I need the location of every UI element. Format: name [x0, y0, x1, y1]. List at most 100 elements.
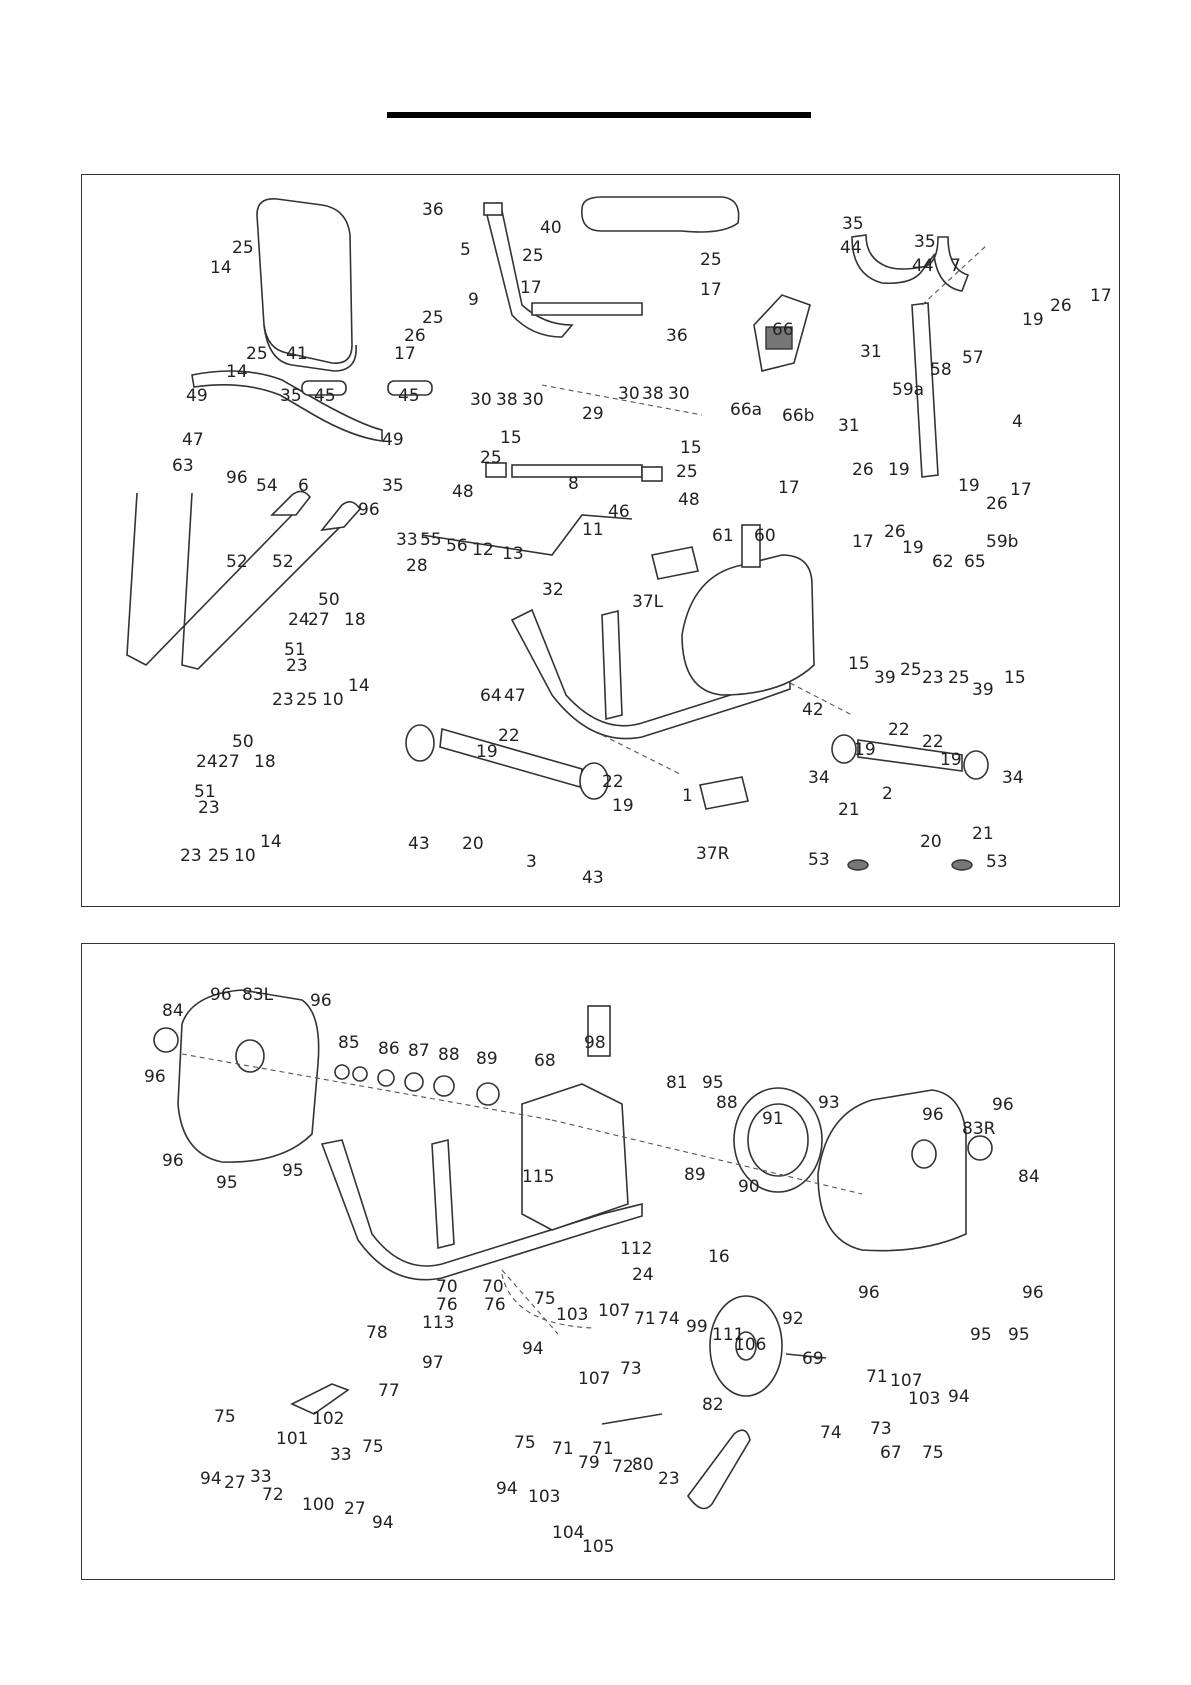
callout-27: 27 — [218, 752, 240, 772]
callout-31: 31 — [860, 342, 882, 362]
callout-70: 70 — [436, 1277, 458, 1297]
drive-main-frame — [320, 1139, 643, 1281]
callout-56: 56 — [446, 536, 468, 556]
callout-25: 25 — [900, 660, 922, 680]
callout-6: 6 — [298, 476, 309, 496]
callout-9: 9 — [468, 290, 479, 310]
callout-19: 19 — [940, 750, 962, 770]
callout-87: 87 — [408, 1041, 430, 1061]
callout-95: 95 — [216, 1173, 238, 1193]
callout-47: 47 — [182, 430, 204, 450]
seat-tube-receiver — [587, 1005, 611, 1057]
callout-75: 75 — [514, 1433, 536, 1453]
callout-26: 26 — [1050, 296, 1072, 316]
callout-24: 24 — [288, 610, 310, 630]
callout-50: 50 — [232, 732, 254, 752]
washer-85b — [352, 1066, 368, 1082]
leveler-foot-left — [847, 859, 869, 871]
callout-10: 10 — [234, 846, 256, 866]
callout-30: 30 — [470, 390, 492, 410]
callout-106: 106 — [734, 1335, 766, 1355]
callout-96: 96 — [1022, 1283, 1044, 1303]
callout-14: 14 — [226, 362, 248, 382]
drive-frame-upright — [431, 1138, 455, 1250]
callout-69: 69 — [802, 1349, 824, 1369]
callout-43: 43 — [582, 868, 604, 888]
callout-17: 17 — [700, 280, 722, 300]
callout-66: 66 — [772, 320, 794, 340]
callout-3: 3 — [526, 852, 537, 872]
callout-38: 38 — [496, 390, 518, 410]
callout-19: 19 — [612, 796, 634, 816]
callout-94: 94 — [372, 1513, 394, 1533]
callout-94: 94 — [496, 1479, 518, 1499]
callout-107: 107 — [598, 1301, 630, 1321]
callout-64: 64 — [480, 686, 502, 706]
callout-111: 111 — [712, 1325, 744, 1345]
callout-99: 99 — [686, 1317, 708, 1337]
callout-4: 4 — [1012, 412, 1023, 432]
callout-52: 52 — [226, 552, 248, 572]
end-cap-left — [485, 462, 507, 478]
callout-43: 43 — [408, 834, 430, 854]
callout-1: 1 — [682, 786, 693, 806]
right-housing-cover — [817, 1089, 967, 1252]
callout-95: 95 — [702, 1073, 724, 1093]
callout-75: 75 — [362, 1437, 384, 1457]
resistance-cable-1 — [126, 492, 293, 666]
callout-84: 84 — [162, 1001, 184, 1021]
callout-92: 92 — [782, 1309, 804, 1329]
magnet-bracket — [290, 1383, 350, 1415]
callout-38: 38 — [642, 384, 664, 404]
callout-32: 32 — [542, 580, 564, 600]
callout-97: 97 — [422, 1353, 444, 1373]
callout-58: 58 — [930, 360, 952, 380]
callout-35: 35 — [280, 386, 302, 406]
callout-21: 21 — [838, 800, 860, 820]
flywheel-hub — [735, 1331, 757, 1361]
callout-2: 2 — [882, 784, 893, 804]
callout-74: 74 — [658, 1309, 680, 1329]
callout-80: 80 — [632, 1455, 654, 1475]
callout-60: 60 — [754, 526, 776, 546]
callout-66b: 66b — [782, 406, 814, 426]
exploded-view-drive-panel: 96 83L 96 84 96 85 86 87 88 89 68 98 81 … — [81, 943, 1115, 1580]
seat-mast-tube — [741, 524, 761, 568]
callout-15: 15 — [1004, 668, 1026, 688]
callout-17: 17 — [1090, 286, 1112, 306]
frame-assembly-drawing: 36 5 40 25 25 17 17 35 44 35 44 7 17 26 … — [126, 196, 1112, 888]
callout-30: 30 — [618, 384, 640, 404]
stabilizer-cap-front-left — [405, 724, 435, 762]
callout-19: 19 — [888, 460, 910, 480]
rear-stabilizer — [857, 739, 963, 772]
callout-17: 17 — [1010, 480, 1032, 500]
callout-22: 22 — [922, 732, 944, 752]
bearing-housing-89 — [476, 1082, 500, 1106]
callout-10: 10 — [322, 690, 344, 710]
main-frame-upright — [601, 609, 623, 721]
left-housing-cover — [177, 989, 320, 1163]
callout-77: 77 — [378, 1381, 400, 1401]
leveler-foot-right — [951, 859, 973, 871]
callout-37R: 37R — [696, 844, 730, 864]
stabilizer-cap-rear-right — [963, 750, 989, 780]
callout-13: 13 — [502, 544, 524, 564]
console-screen — [765, 326, 793, 350]
callout-40: 40 — [540, 218, 562, 238]
callout-96: 96 — [310, 991, 332, 1011]
callout-28: 28 — [406, 556, 428, 576]
seat-side-handle — [191, 370, 383, 442]
callout-26: 26 — [852, 460, 874, 480]
callout-39: 39 — [874, 668, 896, 688]
callout-47: 47 — [504, 686, 526, 706]
callout-50: 50 — [318, 590, 340, 610]
callout-14: 14 — [260, 832, 282, 852]
callout-79: 79 — [578, 1453, 600, 1473]
foam-grip-left — [301, 380, 347, 396]
callout-26: 26 — [884, 522, 906, 542]
callout-25: 25 — [208, 846, 230, 866]
callout-25: 25 — [522, 246, 544, 266]
drive-assembly-drawing: 96 83L 96 84 96 85 86 87 88 89 68 98 81 … — [144, 985, 1044, 1557]
callout-25: 25 — [676, 462, 698, 482]
left-cover-window — [235, 1039, 265, 1073]
